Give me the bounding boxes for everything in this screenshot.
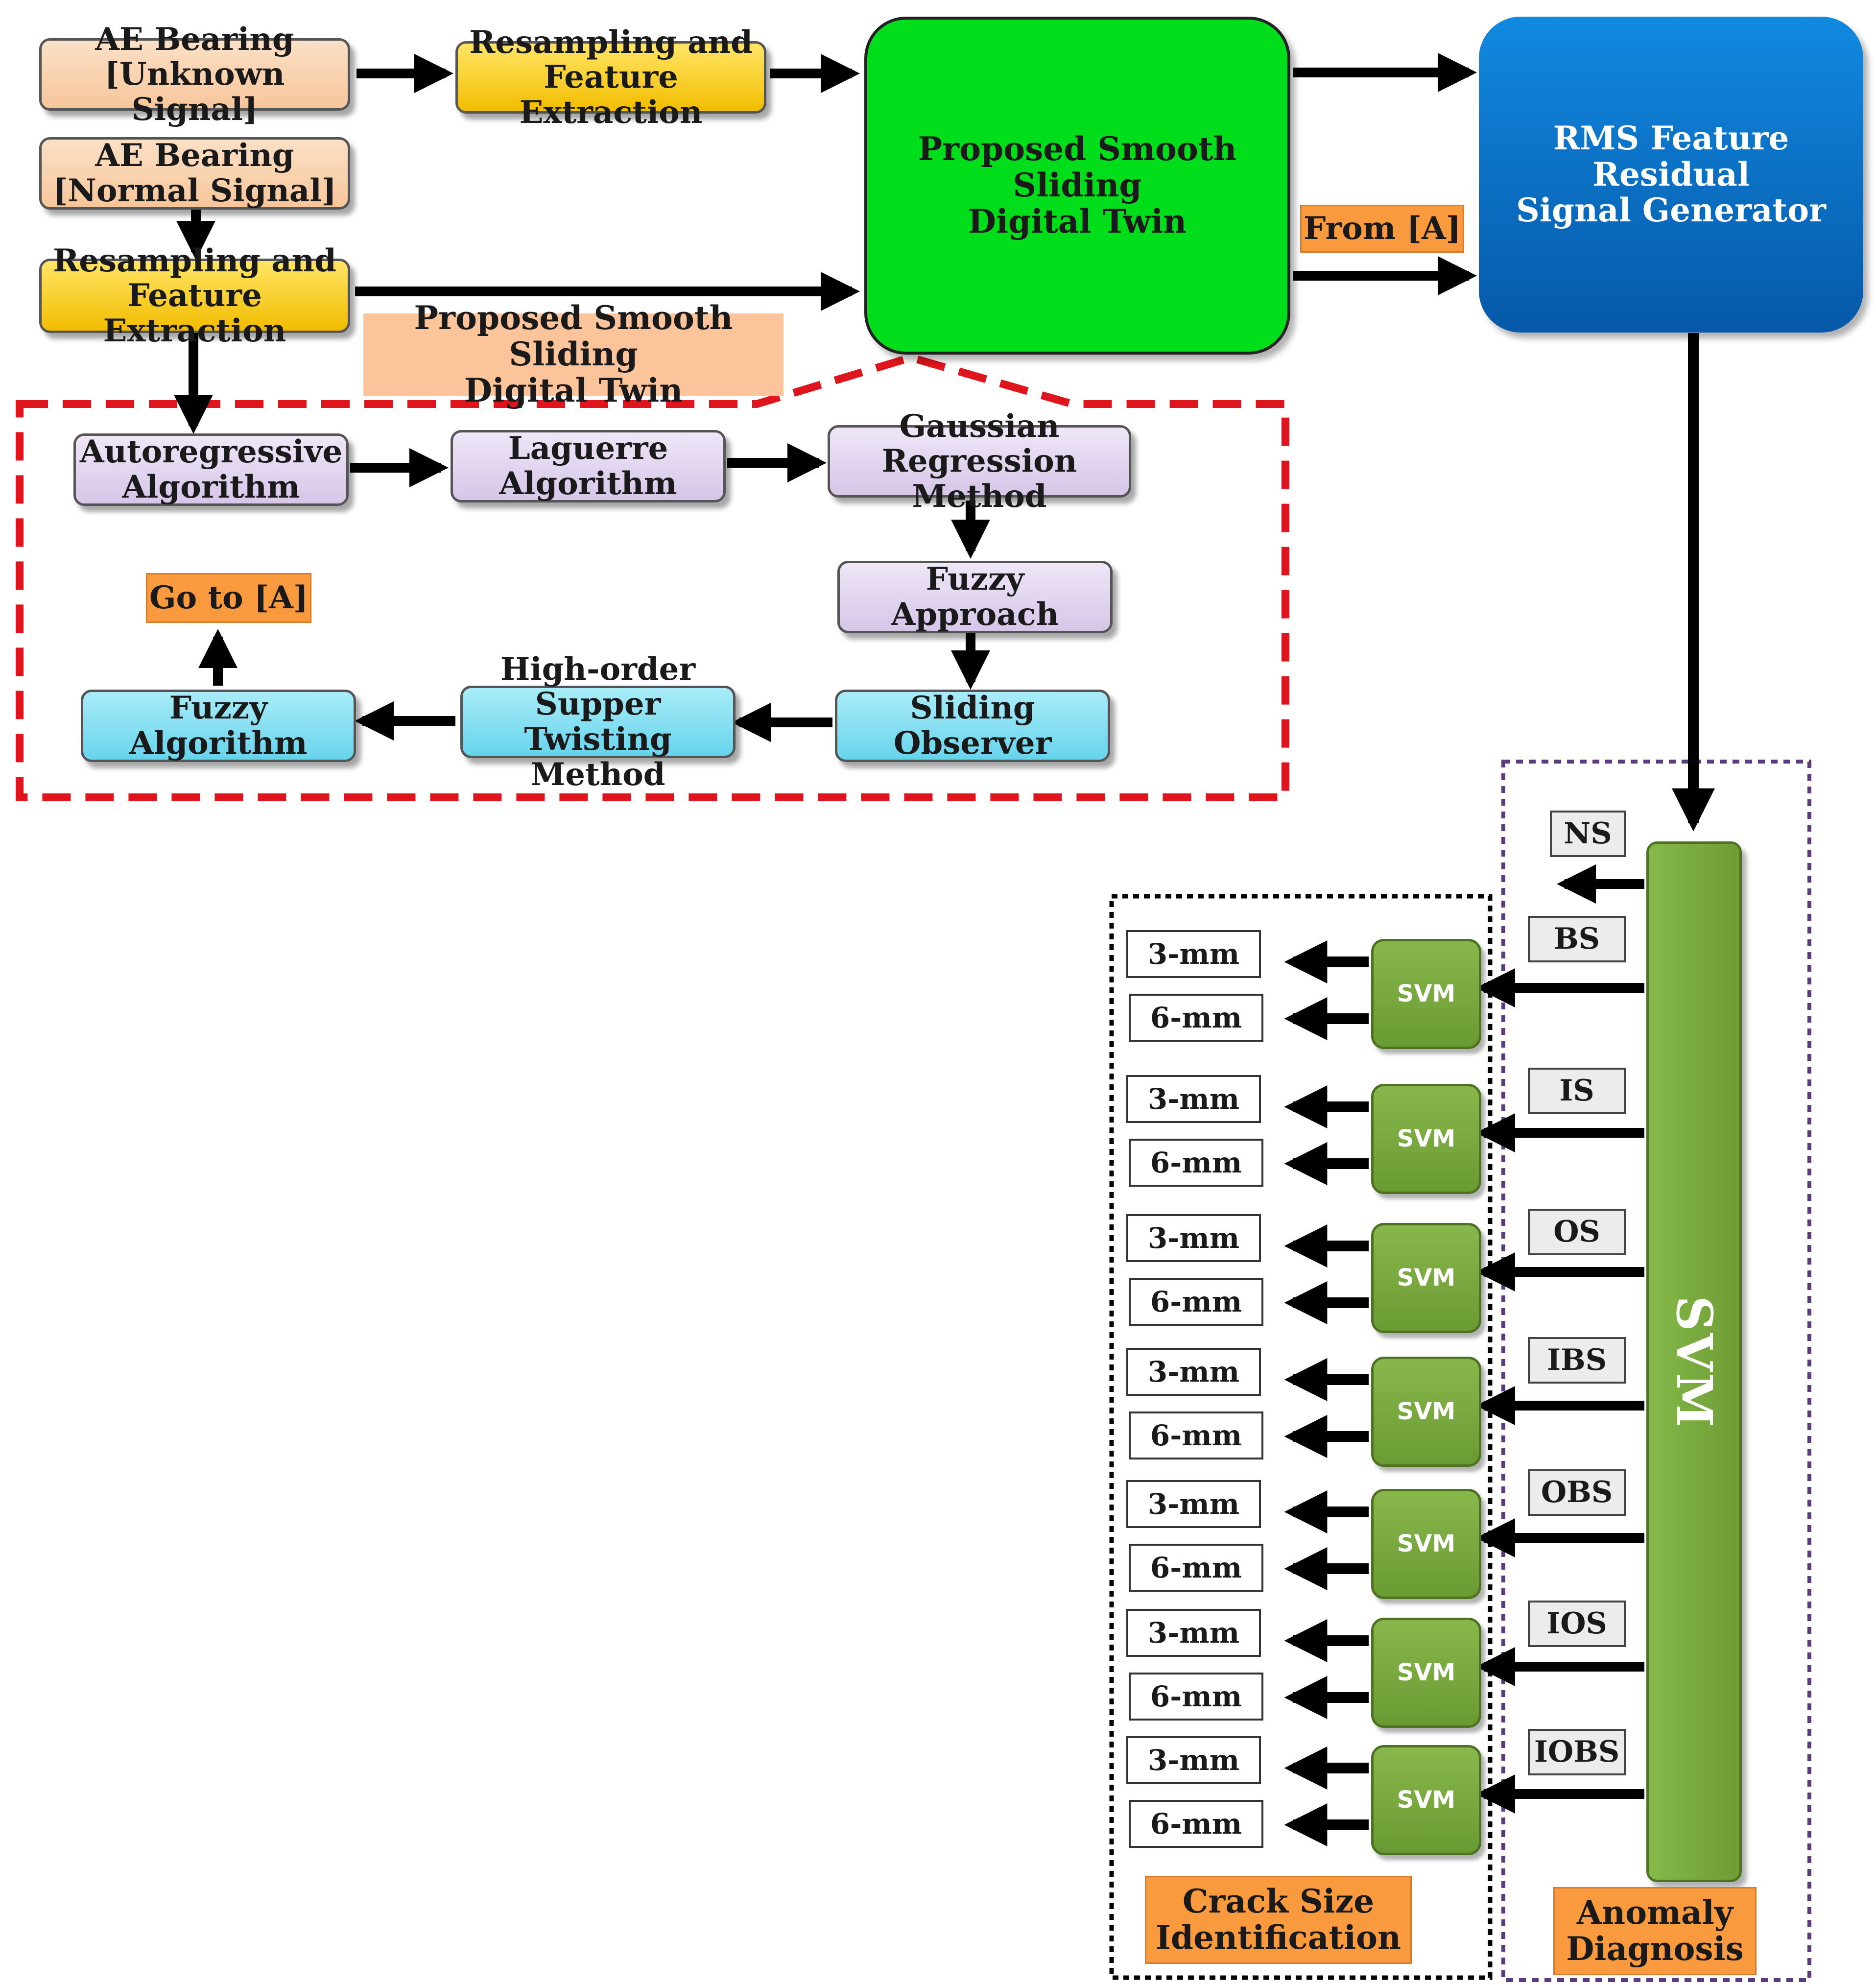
crack-6mm-obs: 6-mm <box>1129 1544 1263 1592</box>
autoregressive-algorithm: Autoregressive Algorithm <box>73 433 349 506</box>
crack-region <box>1109 894 1493 1980</box>
resampling-feature-extraction-left: Resampling and Feature Extraction <box>39 243 350 348</box>
crack-6mm-ibs: 6-mm <box>1129 1411 1263 1459</box>
high-order-super-twisting-method: High-order Supper Twisting Method <box>460 651 736 792</box>
sliding-observer: Sliding Observer <box>835 690 1110 762</box>
twin-callout-label: Proposed Smooth Sliding Digital Twin <box>363 300 784 408</box>
class-label-os: OS <box>1528 1209 1626 1255</box>
laguerre-algorithm: Laguerre Algorithm <box>451 430 726 502</box>
sub-svm-iobs: SVM <box>1371 1745 1481 1855</box>
class-label-ibs: IBS <box>1528 1337 1626 1384</box>
crack-size-identification-label: Crack Size Identification <box>1145 1876 1412 1964</box>
fuzzy-approach: Fuzzy Approach <box>837 561 1113 633</box>
crack-6mm-ios: 6-mm <box>1129 1673 1263 1721</box>
from-a-connector: From [A] <box>1300 205 1464 253</box>
twin-detail-region <box>16 353 1289 801</box>
class-label-ns: NS <box>1550 811 1626 857</box>
crack-6mm-bs: 6-mm <box>1129 994 1263 1042</box>
anomaly-region <box>1501 760 1811 1982</box>
resampling-feature-extraction-top: Resampling and Feature Extraction <box>455 24 766 130</box>
crack-6mm-is: 6-mm <box>1129 1139 1263 1187</box>
ae-bearing-normal-signal: AE Bearing [Normal Signal] <box>39 137 350 210</box>
main-svm-label: SVM <box>1665 1295 1723 1430</box>
rms-feature-residual-signal-generator: RMS Feature Residual Signal Generator <box>1479 17 1863 333</box>
crack-3mm-bs: 3-mm <box>1126 930 1261 978</box>
class-label-bs: BS <box>1528 916 1626 962</box>
go-to-a-connector: Go to [A] <box>146 573 311 623</box>
sub-svm-ios: SVM <box>1371 1618 1481 1728</box>
ae-bearing-unknown-signal: AE Bearing [Unknown Signal] <box>39 22 350 127</box>
sub-svm-ibs: SVM <box>1371 1357 1481 1467</box>
crack-3mm-iobs: 3-mm <box>1126 1736 1261 1784</box>
crack-3mm-obs: 3-mm <box>1126 1480 1261 1528</box>
crack-3mm-ibs: 3-mm <box>1126 1348 1261 1396</box>
class-label-obs: OBS <box>1528 1469 1626 1516</box>
fuzzy-algorithm: Fuzzy Algorithm <box>81 690 356 762</box>
crack-3mm-is: 3-mm <box>1126 1075 1261 1123</box>
main-svm-bar: SVM <box>1646 841 1742 1882</box>
anomaly-diagnosis-label: Anomaly Diagnosis <box>1553 1887 1757 1975</box>
crack-3mm-os: 3-mm <box>1126 1214 1261 1262</box>
class-label-ios: IOS <box>1528 1601 1626 1647</box>
smooth-sliding-digital-twin: Proposed Smooth Sliding Digital Twin <box>864 17 1290 355</box>
crack-6mm-iobs: 6-mm <box>1129 1800 1263 1848</box>
crack-3mm-ios: 3-mm <box>1126 1609 1261 1657</box>
sub-svm-is: SVM <box>1371 1084 1481 1194</box>
sub-svm-os: SVM <box>1371 1223 1481 1333</box>
class-label-is: IS <box>1528 1068 1626 1114</box>
gaussian-regression-method: Gaussian Regression Method <box>828 408 1131 514</box>
class-label-iobs: IOBS <box>1528 1729 1626 1775</box>
sub-svm-bs: SVM <box>1371 939 1481 1049</box>
sub-svm-obs: SVM <box>1371 1489 1481 1599</box>
crack-6mm-os: 6-mm <box>1129 1278 1263 1326</box>
